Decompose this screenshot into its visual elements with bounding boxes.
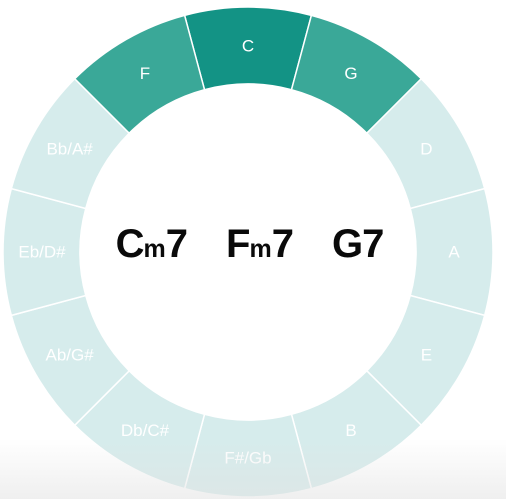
chord-1-root: C xyxy=(115,222,145,266)
chord-3-root: G xyxy=(331,222,363,266)
chord-progression: C m 7 F m 7 G 7 xyxy=(60,222,440,282)
chord-2-quality: m xyxy=(249,235,272,263)
chord-1-quality: m xyxy=(143,235,166,263)
key-label-c: C xyxy=(242,37,254,56)
key-label-f-gb: F#/Gb xyxy=(224,449,271,468)
chord-2-extension: 7 xyxy=(271,222,294,266)
key-label-f: F xyxy=(140,64,150,83)
key-label-eb-d-: Eb/D# xyxy=(18,243,66,262)
chord-2-root: F xyxy=(226,222,250,266)
key-label-db-c-: Db/C# xyxy=(121,421,170,440)
key-label-g: G xyxy=(344,64,357,83)
key-label-ab-g-: Ab/G# xyxy=(45,346,94,365)
chord-2: F m 7 xyxy=(226,222,294,267)
chord-3: G 7 xyxy=(332,222,384,267)
key-label-bb-a-: Bb/A# xyxy=(46,140,93,159)
key-label-e: E xyxy=(421,346,432,365)
key-label-b: B xyxy=(345,421,356,440)
chord-3-extension: 7 xyxy=(362,222,385,266)
key-label-a: A xyxy=(448,243,460,262)
chord-1: C m 7 xyxy=(116,222,188,267)
key-segment-f[interactable] xyxy=(73,14,206,135)
chord-1-extension: 7 xyxy=(165,222,189,266)
key-label-d: D xyxy=(420,140,432,159)
